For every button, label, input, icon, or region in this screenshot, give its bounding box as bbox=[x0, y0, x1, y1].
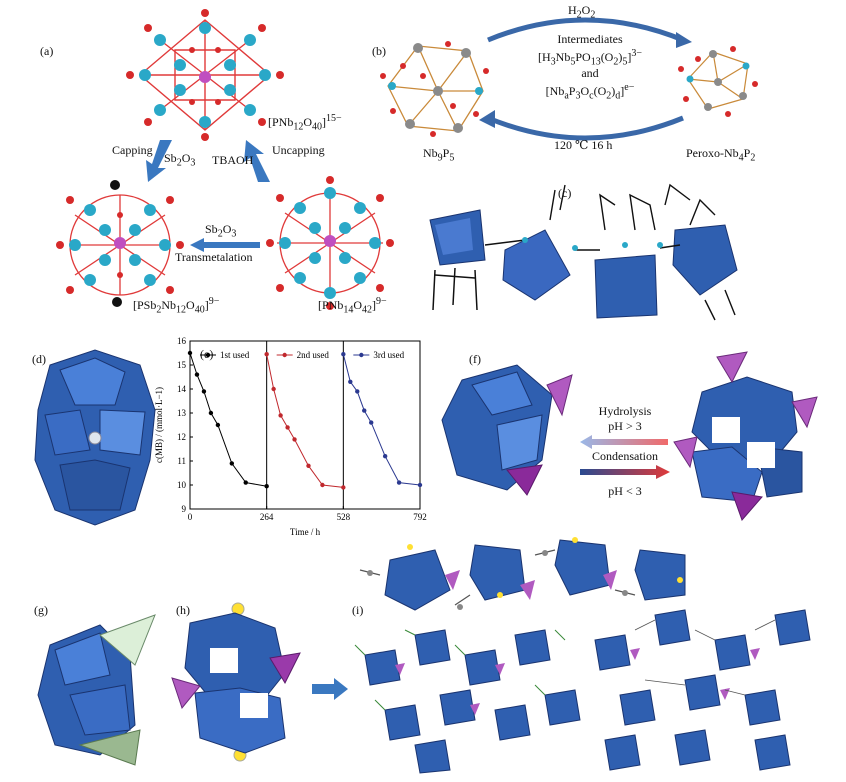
sb2o3-left-text: Sb2O3 bbox=[164, 151, 196, 169]
sb2o3-mid-text: Sb2O3 bbox=[205, 222, 237, 240]
transmetalation-arrow bbox=[190, 238, 260, 252]
data-point-2 bbox=[341, 485, 346, 490]
x-axis-label: Time / h bbox=[290, 527, 321, 537]
intermediates-text: Intermediates bbox=[557, 32, 623, 46]
y-tick-label: 9 bbox=[182, 504, 187, 514]
data-point-1 bbox=[229, 461, 235, 466]
intermediate-1-text: [H3Nb5PO13(O2)5]3− bbox=[538, 48, 642, 68]
data-point-3 bbox=[369, 420, 374, 425]
x-tick-label: 264 bbox=[260, 512, 274, 522]
nb9p5-cluster-image bbox=[380, 41, 489, 137]
panel-b-label: (b) bbox=[372, 44, 386, 58]
data-point-1 bbox=[264, 484, 269, 489]
data-point-1 bbox=[243, 480, 248, 485]
x-tick-label: 528 bbox=[337, 512, 351, 522]
series-line-2 bbox=[266, 354, 344, 488]
data-point-1 bbox=[194, 372, 200, 377]
data-point-2 bbox=[285, 425, 290, 430]
data-point-2 bbox=[271, 386, 276, 392]
peroxo-cluster-image bbox=[678, 46, 758, 117]
y-tick-label: 14 bbox=[177, 384, 187, 394]
h-to-i-arrow bbox=[312, 678, 348, 700]
data-point-1 bbox=[201, 389, 207, 394]
data-point-3 bbox=[355, 389, 360, 394]
data-point-2 bbox=[264, 352, 269, 357]
data-point-1 bbox=[208, 410, 214, 416]
y-tick-label: 11 bbox=[177, 456, 186, 466]
and-text: and bbox=[581, 66, 599, 80]
y-tick-label: 13 bbox=[177, 408, 187, 418]
data-point-3 bbox=[382, 454, 388, 459]
data-point-1 bbox=[215, 422, 221, 428]
panel-f-right-polyhedra-image bbox=[673, 351, 818, 521]
series-line-1 bbox=[189, 352, 267, 487]
y-tick-label: 15 bbox=[177, 360, 187, 370]
psb2nb12-formula: [PSb2Nb12O40]9− bbox=[133, 296, 220, 316]
panel-d-polyhedra-image bbox=[34, 349, 156, 526]
data-point-2 bbox=[278, 413, 283, 418]
panel-c-structure-image bbox=[429, 183, 738, 321]
chart-frame bbox=[189, 340, 421, 510]
panel-h-polyhedra-image bbox=[171, 602, 301, 762]
y-tick-label: 10 bbox=[177, 480, 187, 490]
series-line-3 bbox=[342, 354, 421, 486]
y-axis-label: c(MB) / (mmol·L−1) bbox=[154, 387, 164, 463]
condition-text: 120 ℃ 16 h bbox=[554, 138, 613, 152]
psb2nb12-cluster-image bbox=[56, 180, 184, 307]
panel-i-network-left-image bbox=[354, 629, 581, 774]
data-point-3 bbox=[417, 482, 423, 488]
data-point-3 bbox=[362, 408, 367, 413]
panel-i-network-right-image bbox=[594, 609, 811, 771]
x-tick-label: 792 bbox=[413, 512, 427, 522]
equilibrium-arrows bbox=[580, 435, 670, 479]
legend-label: 2nd used bbox=[297, 350, 330, 360]
y-tick-label: 12 bbox=[177, 432, 186, 442]
panel-i-chain-image bbox=[359, 537, 686, 611]
legend-swatch-point bbox=[205, 352, 211, 358]
data-point-2 bbox=[292, 437, 297, 442]
tbaoh-text: TBAOH bbox=[212, 153, 254, 167]
capping-arrows bbox=[146, 140, 270, 182]
panel-g-polyhedra-image bbox=[37, 614, 156, 766]
intermediate-2-text: [NbaP3Oc(O2)d]e− bbox=[545, 82, 635, 102]
panel-g-label: (g) bbox=[34, 603, 48, 617]
uncapping-text: Uncapping bbox=[272, 143, 325, 157]
ph-lt-text: pH < 3 bbox=[608, 484, 642, 498]
pnb12-cluster-image bbox=[126, 9, 284, 141]
panel-f-label: (f) bbox=[469, 352, 481, 366]
transmetalation-text: Transmetalation bbox=[175, 250, 253, 264]
condensation-text: Condensation bbox=[592, 449, 658, 463]
data-point-3 bbox=[341, 352, 346, 357]
data-point-3 bbox=[396, 480, 402, 485]
nb9p5-label: Nb9P5 bbox=[423, 146, 455, 164]
data-point-2 bbox=[320, 482, 325, 488]
data-point-1 bbox=[187, 350, 193, 356]
peroxo-label: Peroxo-Nb4P2 bbox=[686, 146, 756, 164]
data-point-3 bbox=[348, 379, 353, 384]
legend-label: 3rd used bbox=[373, 350, 404, 360]
panel-a-label: (a) bbox=[40, 44, 54, 58]
pnb12-formula: [PNb12O40]15− bbox=[268, 113, 342, 133]
ph-gt-text: pH > 3 bbox=[608, 419, 642, 433]
panel-i-label: (i) bbox=[352, 603, 364, 617]
panel-c-label: (c) bbox=[558, 186, 572, 200]
capping-text: Capping bbox=[112, 143, 153, 157]
pnb14-cluster-image bbox=[266, 176, 394, 310]
hydrolysis-text: Hydrolysis bbox=[598, 404, 652, 418]
panel-d-label: (d) bbox=[32, 352, 46, 366]
y-tick-label: 16 bbox=[177, 336, 187, 346]
legend-label: 1st used bbox=[220, 350, 250, 360]
h2o2-text: H2O2 bbox=[568, 3, 596, 21]
cycle-arrows bbox=[479, 17, 692, 141]
legend-swatch-point bbox=[359, 352, 364, 358]
panel-f-left-polyhedra-image bbox=[441, 364, 573, 496]
pnb14-formula: [PNb14O42]9− bbox=[318, 296, 387, 316]
x-tick-label: 0 bbox=[188, 512, 193, 522]
panel-h-label: (h) bbox=[176, 603, 190, 617]
data-point-2 bbox=[306, 463, 311, 468]
legend-swatch-point bbox=[282, 352, 287, 358]
